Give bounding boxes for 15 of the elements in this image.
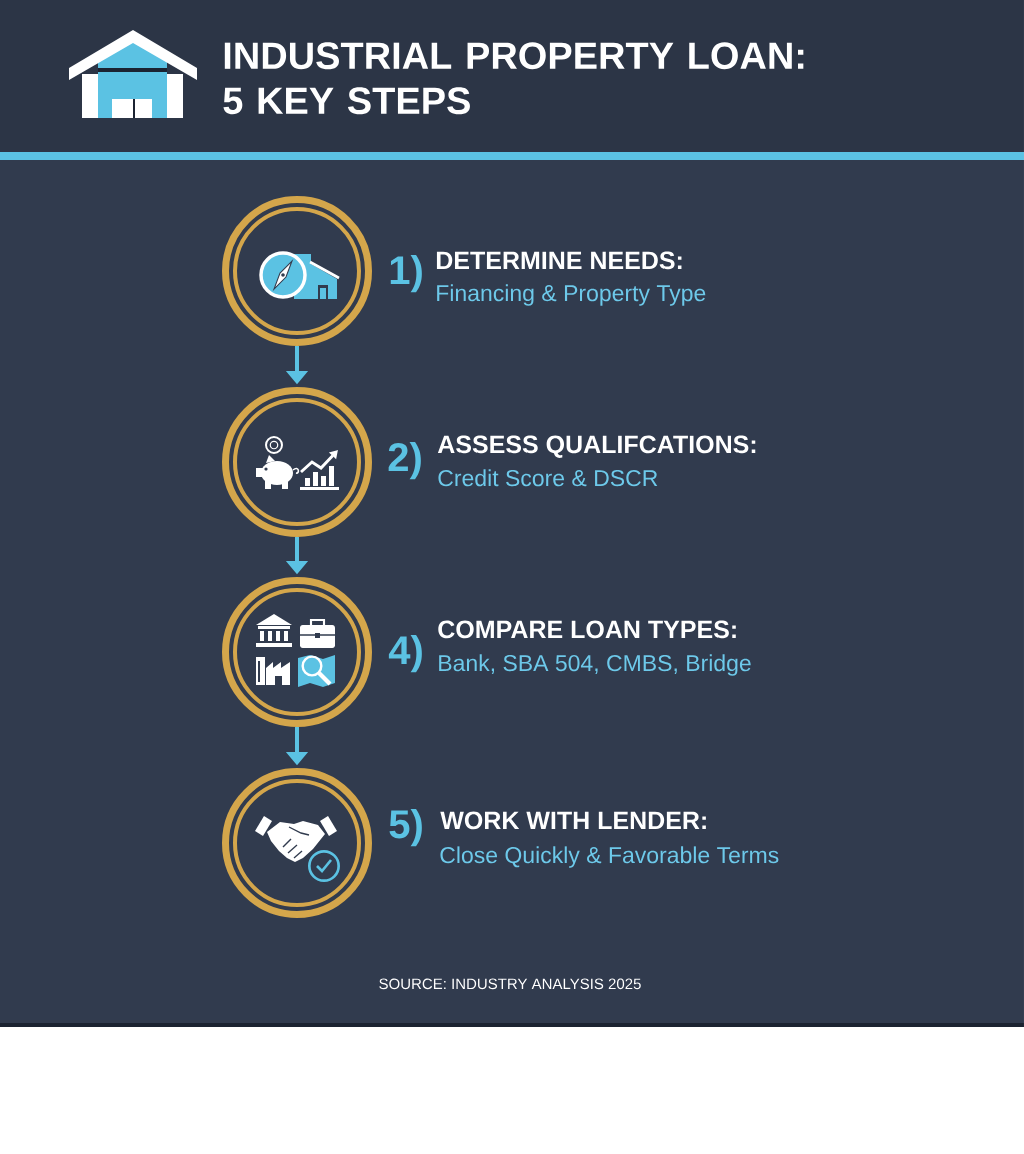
step-number: 1)	[390, 255, 422, 293]
step-circle	[222, 387, 372, 537]
step-heading: COMPARE LOAN TYPES:	[438, 620, 736, 639]
step-heading: ASSESS QUALIFCATIONS:	[437, 435, 756, 458]
step-description: Bank, SBA 504, CMBS, Bridge	[439, 654, 751, 676]
title: INDUSTRIAL PROPERTY LOAN: 5 KEY STEPS	[223, 42, 804, 115]
step-description: Financing & Property Type	[437, 284, 706, 306]
step-number: 2)	[388, 442, 421, 480]
step-description: Close Quickly & Favorable Terms	[440, 846, 779, 868]
step-description: Credit Score & DSCR	[438, 469, 658, 487]
source-note: SOURCE: INDUSTRY ANALYSIS 2025	[379, 978, 641, 990]
step-heading: DETERMINE NEEDS:	[436, 251, 682, 270]
step-number: 5)	[389, 809, 422, 847]
step-heading: WORK WITH LENDER:	[440, 811, 706, 830]
step-number: 4)	[388, 635, 422, 673]
